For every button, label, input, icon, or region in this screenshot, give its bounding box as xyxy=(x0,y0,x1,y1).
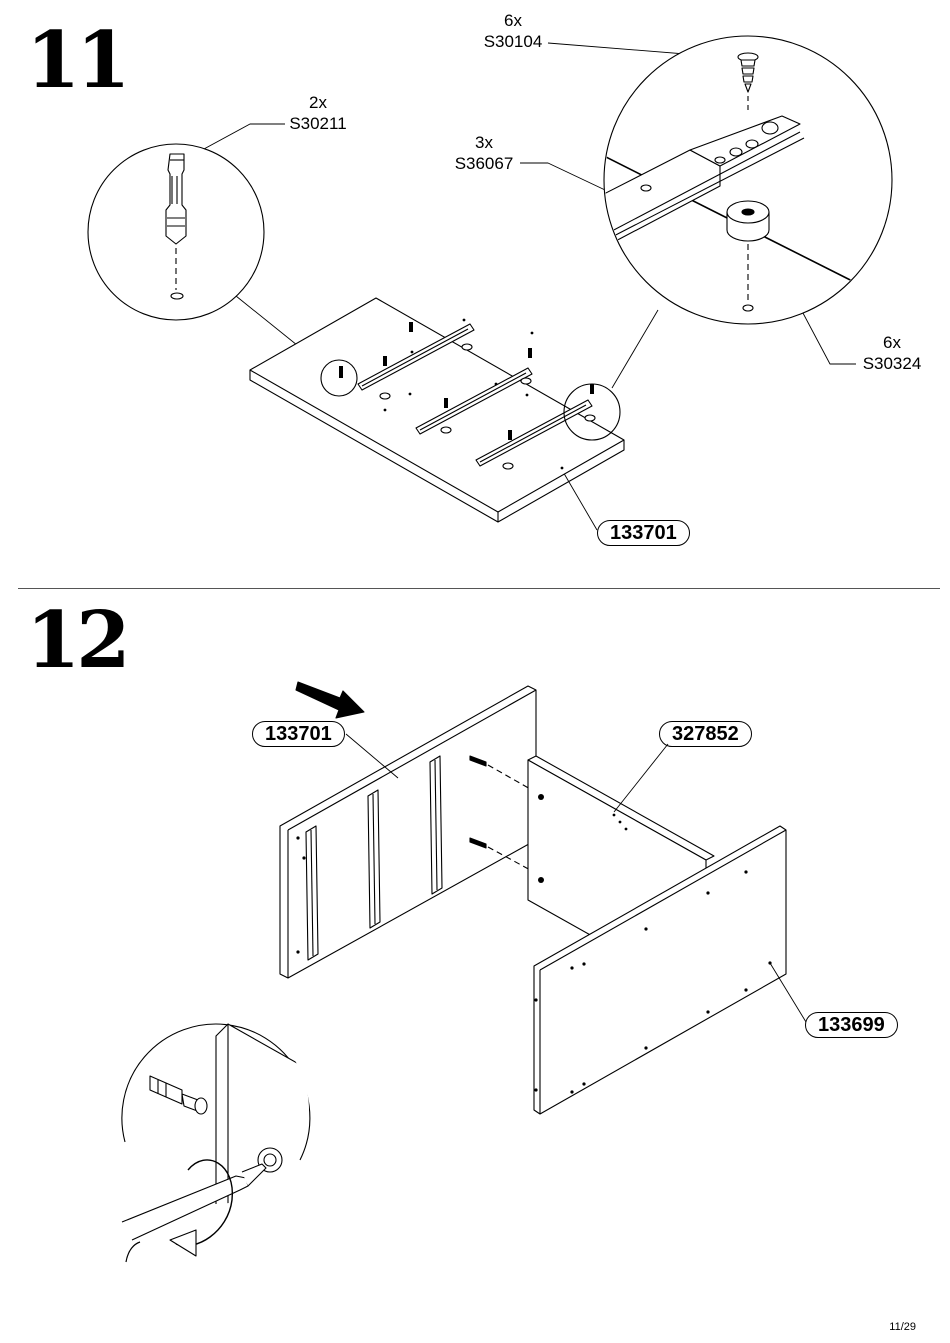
step11-detail-marker-right xyxy=(563,383,621,441)
screw-code: S30104 xyxy=(483,32,543,52)
step11-runners xyxy=(357,323,593,467)
drawer-runner-qty: 3x xyxy=(475,133,493,152)
drawer-runner-callout: 3x S36067 xyxy=(448,132,520,175)
step11-spacers xyxy=(379,343,596,470)
step11-panel xyxy=(249,297,625,523)
spacer-code: S30324 xyxy=(862,354,922,374)
step11-small-screws xyxy=(339,322,594,440)
spacer-callout: 6x S30324 xyxy=(856,332,928,375)
step12-leaders xyxy=(345,733,807,1023)
drawer-runner-code: S36067 xyxy=(454,154,514,174)
step12-back-runners xyxy=(305,755,443,961)
step-divider xyxy=(18,588,940,589)
step-12-number: 12 xyxy=(26,595,131,686)
screw-qty: 6x xyxy=(504,11,522,30)
cam-bolt-callout: 2x S30211 xyxy=(282,92,354,135)
step12-dowels xyxy=(469,755,535,873)
step11-detail-marker-left xyxy=(320,359,358,397)
spacer-qty: 6x xyxy=(883,333,901,352)
step12-back-panel-code: 133701 xyxy=(252,721,345,747)
screw-callout: 6x S30104 xyxy=(478,10,548,53)
step-11-number: 11 xyxy=(26,15,131,106)
runner-magnifier xyxy=(603,35,893,325)
step12-back-panel xyxy=(279,685,537,979)
screwdriver-magnifier xyxy=(121,1023,311,1263)
cam-bolt-magnifier xyxy=(87,143,265,321)
step12-left-side-code: 327852 xyxy=(659,721,752,747)
step11-holes xyxy=(383,318,564,470)
step12-right-side-code: 133699 xyxy=(805,1012,898,1038)
cam-bolt-code: S30211 xyxy=(289,114,347,134)
cam-bolt-qty: 2x xyxy=(309,93,327,112)
step11-panel-code: 133701 xyxy=(597,520,690,546)
page-number: 11/29 xyxy=(889,1321,916,1333)
insertion-arrow xyxy=(295,681,365,719)
